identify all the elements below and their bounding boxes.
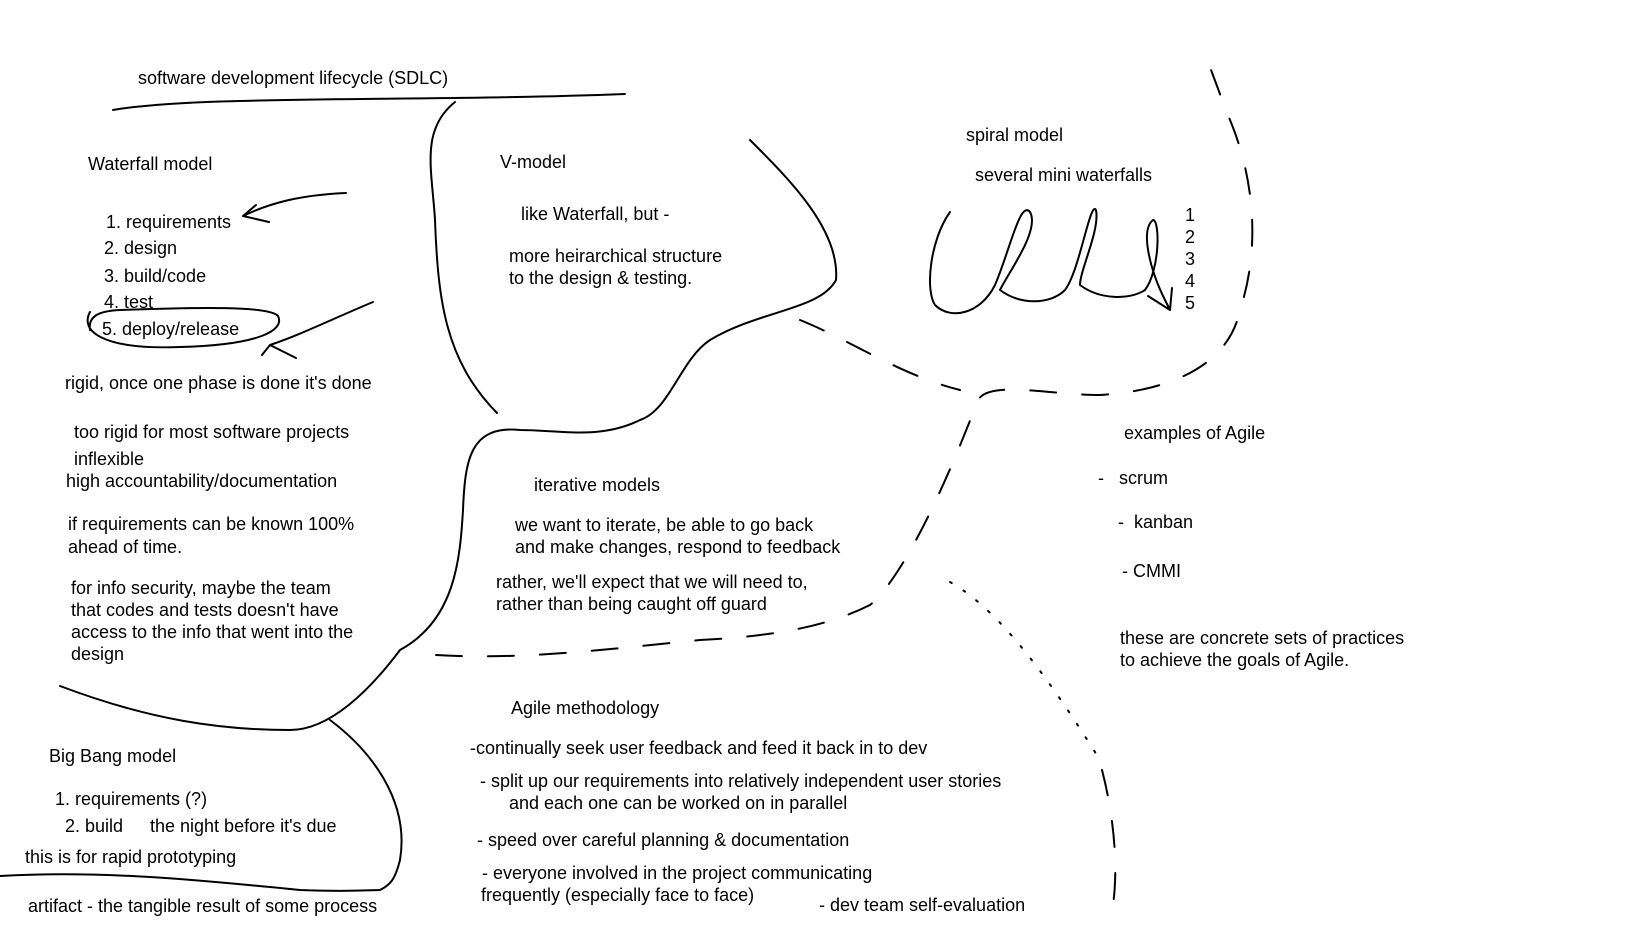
circle-deploy bbox=[86, 306, 281, 349]
agile-point-1: -continually seek user feedback and feed… bbox=[470, 738, 928, 758]
divider-bigbang bbox=[0, 719, 403, 892]
divider-waterfall-vmodel bbox=[429, 101, 498, 414]
waterfall-step-1: 1. requirements bbox=[106, 212, 232, 232]
iterative-boundary-left bbox=[799, 319, 961, 391]
vmodel-line-1: like Waterfall, but - bbox=[521, 204, 670, 224]
bigbang-note: this is for rapid prototyping bbox=[25, 847, 237, 867]
waterfall-heading: Waterfall model bbox=[88, 154, 213, 174]
agile-boundary bbox=[949, 581, 1101, 761]
arrow-deploy bbox=[269, 301, 374, 346]
agile-point-4-cont: frequently (especially face to face) bbox=[481, 885, 755, 905]
waterfall-note-security-4: design bbox=[71, 644, 125, 664]
agile-example-scrum: - scrum bbox=[1098, 468, 1168, 488]
agile-point-3: - speed over careful planning & document… bbox=[477, 830, 850, 850]
vmodel-heading: V-model bbox=[500, 152, 567, 172]
agile-point-5: - dev team self-evaluation bbox=[819, 895, 1026, 915]
spiral-number-5: 5 bbox=[1185, 293, 1196, 313]
agile-heading: Agile methodology bbox=[511, 698, 660, 718]
waterfall-step-2: 2. design bbox=[104, 238, 178, 258]
page-title: software development lifecycle (SDLC) bbox=[138, 68, 449, 88]
waterfall-note-security-2: that codes and tests doesn't have bbox=[71, 600, 339, 620]
waterfall-note-inflexible: inflexible bbox=[74, 449, 145, 469]
iterative-line-2b: rather than being caught off guard bbox=[496, 594, 767, 614]
bigbang-heading: Big Bang model bbox=[49, 746, 177, 766]
waterfall-step-5: 5. deploy/release bbox=[102, 319, 240, 339]
bigbang-step-1: 1. requirements (?) bbox=[55, 789, 208, 809]
waterfall-note-security-3: access to the info that went into the bbox=[71, 622, 354, 642]
agile-example-kanban: - kanban bbox=[1118, 512, 1194, 532]
bigbang-step-2-note: the night before it's due bbox=[150, 816, 337, 836]
agile-examples-note-1: these are concrete sets of practices bbox=[1120, 628, 1405, 648]
iterative-line-1b: and make changes, respond to feedback bbox=[515, 537, 841, 557]
waterfall-note-requirements-2: ahead of time. bbox=[68, 537, 183, 557]
waterfall-step-3: 3. build/code bbox=[104, 266, 207, 286]
title-underline bbox=[112, 93, 626, 111]
agile-point-2-cont: and each one can be worked on in paralle… bbox=[509, 793, 848, 813]
spiral-number-3: 3 bbox=[1185, 249, 1196, 269]
spiral-number-4: 4 bbox=[1185, 271, 1196, 291]
waterfall-note-too-rigid: too rigid for most software projects bbox=[74, 422, 350, 442]
waterfall-note-accountability: high accountability/documentation bbox=[66, 471, 338, 491]
agile-examples-note-2: to achieve the goals of Agile. bbox=[1120, 650, 1350, 670]
iterative-line-1a: we want to iterate, be able to go back bbox=[515, 515, 814, 535]
waterfall-step-4: 4. test bbox=[104, 292, 154, 312]
iterative-boundary bbox=[435, 61, 1254, 658]
agile-point-4: - everyone involved in the project commu… bbox=[482, 863, 873, 883]
spiral-number-2: 2 bbox=[1185, 227, 1196, 247]
vmodel-line-2b: to the design & testing. bbox=[509, 268, 693, 288]
agile-boundary-lower bbox=[1101, 769, 1117, 921]
iterative-heading: iterative models bbox=[534, 475, 661, 495]
waterfall-note-rigid: rigid, once one phase is done it's done bbox=[65, 373, 372, 393]
agile-example-cmmi: - CMMI bbox=[1122, 561, 1181, 581]
waterfall-note-security-1: for info security, maybe the team bbox=[71, 578, 331, 598]
arrow-requirements bbox=[242, 192, 347, 217]
bigbang-step-2: 2. build bbox=[65, 816, 124, 836]
artifact-definition: artifact - the tangible result of some p… bbox=[28, 896, 378, 916]
spiral-number-1: 1 bbox=[1185, 205, 1196, 225]
vmodel-line-2a: more heirarchical structure bbox=[509, 246, 723, 266]
mini-waterfall-scribble bbox=[929, 208, 1173, 315]
agile-point-2: - split up our requirements into relativ… bbox=[480, 771, 1002, 791]
agile-examples-heading: examples of Agile bbox=[1124, 423, 1266, 443]
waterfall-note-requirements-1: if requirements can be known 100% bbox=[68, 514, 355, 534]
spiral-heading: spiral model bbox=[966, 125, 1064, 145]
iterative-line-2a: rather, we'll expect that we will need t… bbox=[496, 572, 808, 592]
vmodel-boundary bbox=[59, 139, 838, 731]
spiral-subheading: several mini waterfalls bbox=[975, 165, 1153, 185]
